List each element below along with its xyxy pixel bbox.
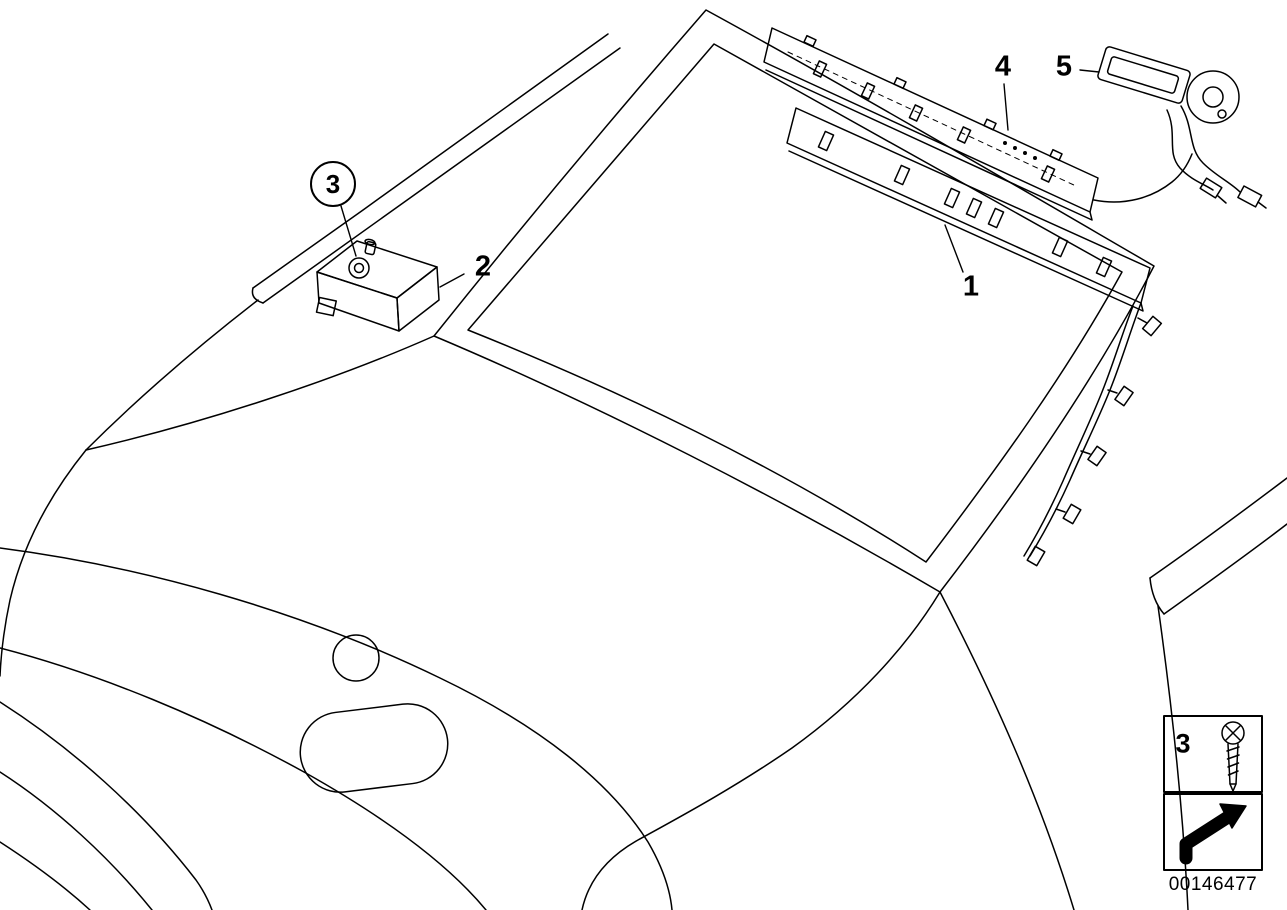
license-plate-recess (299, 703, 449, 793)
rear-window (433, 9, 1155, 593)
screw-on-amplifier (364, 240, 377, 256)
callout-1[interactable]: 1 (962, 270, 980, 303)
direction-arrow-icon (1179, 803, 1247, 865)
callout-3-circled[interactable]: 3 (310, 161, 356, 207)
leader-lines (340, 69, 1100, 288)
screw-icon (1221, 721, 1245, 792)
antenna-element-part4 (763, 27, 1099, 221)
antenna-amplifier-part2 (315, 238, 440, 332)
drawing-number: 00146477 (1168, 874, 1258, 895)
legend (1163, 715, 1263, 871)
car-body-outline (0, 299, 1287, 910)
legend-item-3-label: 3 (1175, 728, 1191, 759)
callout-4[interactable]: 4 (994, 50, 1012, 83)
callout-2[interactable]: 2 (474, 250, 492, 283)
bmw-roundel (332, 634, 380, 682)
antenna-amplifier-part5 (1093, 46, 1267, 209)
cable-harness (1023, 302, 1163, 567)
callout-5[interactable]: 5 (1055, 50, 1073, 83)
roof-edge-lines (251, 33, 621, 304)
